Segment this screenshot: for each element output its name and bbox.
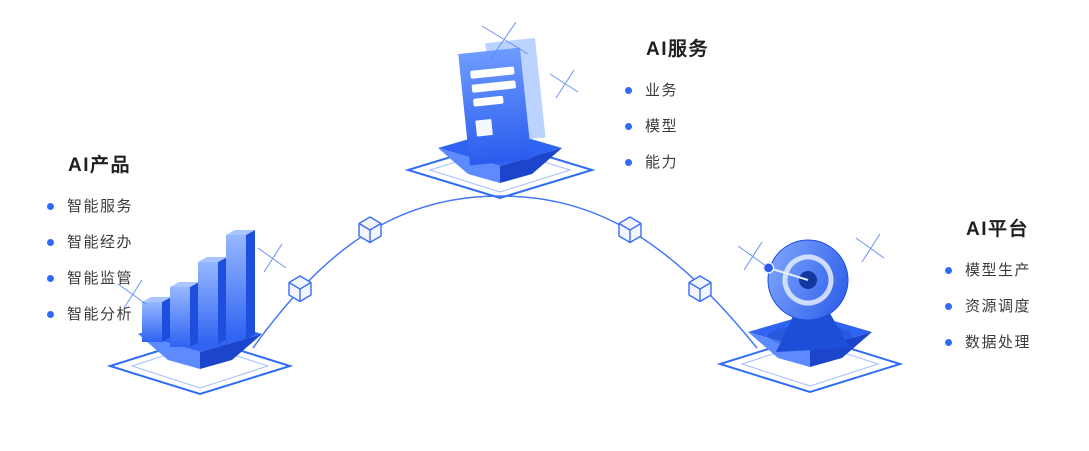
item-label: 业务 — [645, 82, 679, 99]
list-item: 资源调度 — [945, 296, 1031, 317]
bullet-dot-icon — [625, 123, 632, 130]
section-services: AI服务 业务 模型 能力 — [625, 34, 709, 188]
cube-node-icon — [688, 275, 712, 303]
item-label: 数据处理 — [965, 334, 1032, 351]
radar-illustration — [716, 233, 904, 394]
bullet-dot-icon — [945, 303, 952, 310]
item-label: 模型 — [645, 118, 679, 135]
platform-outline-inner — [130, 343, 270, 389]
bullet-dot-icon — [47, 203, 54, 210]
platform-face-right — [200, 334, 262, 369]
platform-outline — [716, 334, 904, 394]
list-item: 业务 — [625, 80, 709, 101]
dish-stand — [776, 310, 850, 352]
platform-outline-inner — [428, 147, 572, 193]
dish-arm — [768, 266, 809, 281]
document-illustration — [404, 22, 596, 200]
sparkle-icon — [855, 233, 885, 263]
dish-feed — [762, 262, 775, 274]
item-label: 智能服务 — [67, 198, 134, 215]
bullet-dot-icon — [625, 87, 632, 94]
item-label: 资源调度 — [965, 298, 1032, 315]
platform-outline — [106, 336, 294, 396]
section-items-services: 业务 模型 能力 — [625, 80, 709, 173]
sparkle-icon — [737, 241, 767, 271]
document-square-block — [475, 119, 493, 137]
list-item: 模型 — [625, 116, 709, 137]
sparkle-icon — [257, 243, 287, 273]
list-item: 智能服务 — [47, 196, 133, 217]
platform-face-left — [438, 148, 500, 183]
item-label: 智能经办 — [67, 234, 134, 251]
bullet-dot-icon — [47, 275, 54, 282]
item-label: 智能监管 — [67, 270, 134, 287]
section-title-products: AI产品 — [68, 155, 132, 176]
bullet-dot-icon — [945, 339, 952, 346]
section-title-services: AI服务 — [646, 39, 710, 60]
bullet-dot-icon — [47, 311, 54, 318]
dish-ring — [782, 254, 834, 306]
item-label: 智能分析 — [67, 306, 134, 323]
platform-face-right — [500, 148, 562, 183]
sparkle-icon — [481, 22, 529, 61]
document-text-line — [471, 80, 516, 93]
section-platform: AI平台 模型生产 资源调度 数据处理 — [945, 214, 1031, 368]
document-slab — [458, 37, 546, 166]
platform-outline — [404, 140, 596, 200]
radar-dish — [762, 239, 849, 321]
document-text-line — [470, 66, 515, 79]
section-products: AI产品 智能服务 智能经办 智能监管 智能分析 — [47, 150, 133, 340]
list-item: 模型生产 — [945, 260, 1031, 281]
list-item: 智能经办 — [47, 232, 133, 253]
cube-node-icon — [618, 216, 642, 244]
section-items-products: 智能服务 智能经办 智能监管 智能分析 — [47, 196, 133, 325]
arc-path — [252, 195, 758, 349]
bars — [142, 230, 255, 347]
list-item: 数据处理 — [945, 332, 1031, 353]
section-title-platform: AI平台 — [966, 219, 1030, 240]
bullet-dot-icon — [47, 239, 54, 246]
list-item: 智能监管 — [47, 268, 133, 289]
cube-node-icon — [358, 216, 382, 244]
section-items-platform: 模型生产 资源调度 数据处理 — [945, 260, 1031, 353]
item-label: 能力 — [645, 154, 679, 171]
bullet-dot-icon — [625, 159, 632, 166]
sparkle-icon — [117, 279, 147, 309]
platform-face-right — [810, 332, 872, 367]
document-text-line — [473, 95, 504, 107]
list-item: 能力 — [625, 152, 709, 173]
document-front-face — [458, 47, 532, 166]
platform-outline-inner — [740, 341, 880, 387]
bullet-dot-icon — [945, 267, 952, 274]
bar-chart-illustration — [106, 230, 294, 396]
list-item: 智能分析 — [47, 304, 133, 325]
item-label: 模型生产 — [965, 262, 1032, 279]
platform-face-left — [138, 334, 200, 369]
sparkle-icon — [549, 69, 579, 99]
